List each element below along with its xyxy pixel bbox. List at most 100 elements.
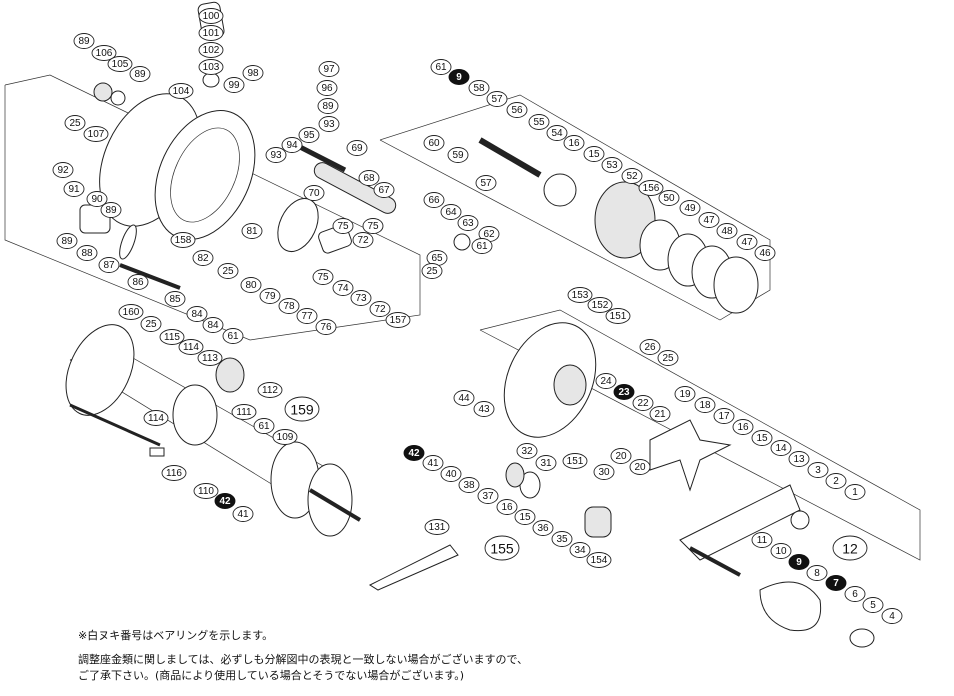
part-number-label: 160 — [118, 304, 144, 320]
part-number: 93 — [323, 119, 335, 130]
part-number: 30 — [598, 467, 610, 478]
label-bubble — [52, 162, 74, 178]
part-number-label: 85 — [164, 291, 186, 307]
part-number-label: 8 — [806, 565, 828, 581]
part-number-label: 113 — [197, 350, 223, 366]
part-number-label: 13 — [788, 451, 810, 467]
label-bubble — [192, 250, 214, 266]
bearing-part-label: 9 — [448, 69, 470, 85]
part-number-label: 78 — [278, 298, 300, 314]
part-number: 41 — [237, 509, 249, 520]
label-bubble — [751, 430, 773, 446]
part-number-label: 64 — [440, 204, 462, 220]
label-bubble — [298, 127, 320, 143]
part-number-label: 82 — [192, 250, 214, 266]
ring-40 — [505, 462, 525, 488]
part-number-label: 48 — [716, 223, 738, 239]
label-bubble — [844, 484, 866, 500]
part-number: 72 — [374, 304, 386, 315]
left-side-plate-160 — [65, 324, 135, 416]
part-number: 25 — [662, 353, 674, 364]
part-number: 13 — [793, 454, 805, 465]
part-number: 23 — [618, 387, 630, 398]
part-number: 26 — [644, 342, 656, 353]
frame-group-outline — [4, 74, 421, 341]
part-number: 116 — [166, 468, 182, 479]
label-bubble — [202, 317, 224, 333]
label-bubble — [639, 339, 661, 355]
label-bubble — [605, 308, 631, 324]
part-number: 104 — [173, 86, 190, 97]
part-number: 89 — [61, 236, 73, 247]
part-number-label: 61 — [471, 238, 493, 254]
side-plate-group-outline — [479, 309, 921, 561]
part-number-label: 56 — [506, 102, 528, 118]
label-bubble — [198, 42, 224, 58]
disclaimer-line-1: 調整座金類に関しましては、必ずしも分解図中の表現と一致しない場合がございますので… — [78, 653, 529, 666]
part-number: 160 — [123, 307, 140, 318]
part-number-label: 15 — [583, 146, 605, 162]
part-number-label: 40 — [440, 466, 462, 482]
part-number-label: 79 — [259, 288, 281, 304]
label-bubble — [278, 298, 300, 314]
label-bubble — [788, 554, 810, 570]
part-number-label: 18 — [694, 397, 716, 413]
part-number: 90 — [91, 194, 103, 205]
label-bubble — [881, 608, 903, 624]
part-number-label: 75 — [362, 218, 384, 234]
label-bubble — [223, 77, 245, 93]
label-bubble — [788, 451, 810, 467]
part-number: 8 — [814, 568, 820, 579]
part-number-label: 16 — [732, 419, 754, 435]
part-number: 60 — [428, 138, 440, 149]
part-number-label: 114 — [178, 339, 204, 355]
part-number-label: 97 — [318, 61, 340, 77]
bearing-part-label: 7 — [825, 575, 847, 591]
part-number: 54 — [551, 128, 563, 139]
part-number-label: 75 — [312, 269, 334, 285]
part-number: 53 — [606, 160, 618, 171]
part-number: 131 — [429, 522, 446, 533]
part-number-label: 47 — [698, 212, 720, 228]
label-bubble — [424, 519, 450, 535]
bearing-103 — [202, 72, 220, 88]
label-bubble — [168, 83, 194, 99]
label-bubble — [567, 287, 593, 303]
part-number-label: 72 — [369, 301, 391, 317]
star-drag-17 — [649, 419, 732, 492]
part-number-label: 104 — [168, 83, 194, 99]
part-number: 69 — [351, 143, 363, 154]
part-number-label: 153 — [567, 287, 593, 303]
label-bubble — [546, 125, 568, 141]
label-bubble — [241, 223, 263, 239]
part-number: 9 — [456, 72, 462, 83]
label-bubble — [159, 329, 185, 345]
part-number: 89 — [134, 69, 146, 80]
label-bubble — [430, 59, 452, 75]
part-number-label: 100 — [198, 8, 224, 24]
label-bubble — [473, 401, 495, 417]
part-number-label: 49 — [679, 200, 701, 216]
part-number-label: 26 — [639, 339, 661, 355]
part-number: 44 — [458, 393, 470, 404]
part-number: 99 — [228, 80, 240, 91]
label-bubble — [403, 445, 425, 461]
part-number-label: 102 — [198, 42, 224, 58]
part-number-label: 77 — [296, 308, 318, 324]
part-number: 56 — [511, 105, 523, 116]
label-bubble — [86, 191, 108, 207]
spool-shaft — [69, 403, 161, 447]
label-bubble — [423, 135, 445, 151]
part-number: 38 — [463, 480, 475, 491]
label-bubble — [350, 290, 372, 306]
part-number: 155 — [490, 541, 514, 557]
part-number: 20 — [634, 462, 646, 473]
label-bubble — [563, 135, 585, 151]
part-number: 72 — [357, 235, 369, 246]
part-number-label: 86 — [127, 274, 149, 290]
label-bubble — [170, 232, 196, 248]
part-number: 36 — [537, 523, 549, 534]
label-bubble — [458, 477, 480, 493]
part-number: 75 — [317, 272, 329, 283]
part-number: 57 — [480, 178, 492, 189]
